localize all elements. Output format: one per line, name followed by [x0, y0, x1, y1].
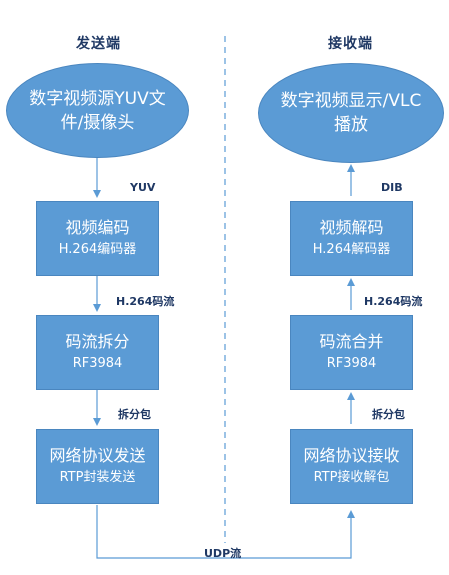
label-yuv: YUV: [130, 181, 156, 194]
net-receive-node: 网络协议接收 RTP接收解包: [290, 429, 413, 504]
split-title: 码流拆分: [65, 331, 130, 351]
net-send-node: 网络协议发送 RTP封装发送: [36, 429, 159, 504]
label-h264-send: H.264码流: [116, 295, 175, 308]
receive-side-heading: 接收端: [328, 36, 373, 52]
decoder-subtitle: H.264解码器: [312, 241, 391, 257]
net-send-title: 网络协议发送: [49, 445, 146, 465]
split-subtitle: RF3984: [72, 355, 123, 371]
encoder-title: 视频编码: [65, 217, 130, 237]
arrow-udp-link: [96, 505, 355, 559]
net-receive-title: 网络协议接收: [303, 445, 400, 465]
label-pack-recv: 拆分包: [372, 408, 405, 421]
merge-title: 码流合并: [319, 331, 384, 351]
send-side-heading: 发送端: [76, 36, 121, 52]
label-pack-send: 拆分包: [118, 408, 151, 421]
decoder-node: 视频解码 H.264解码器: [290, 201, 413, 276]
net-receive-subtitle: RTP接收解包: [313, 469, 390, 485]
video-source-node: 数字视频源YUV文件/摄像头: [6, 63, 189, 158]
decoder-title: 视频解码: [319, 217, 384, 237]
encoder-subtitle: H.264编码器: [58, 241, 137, 257]
merge-subtitle: RF3984: [326, 355, 377, 371]
label-dib: DIB: [381, 181, 403, 194]
encoder-node: 视频编码 H.264编码器: [36, 201, 159, 276]
net-send-subtitle: RTP封装发送: [59, 469, 136, 485]
merge-node: 码流合并 RF3984: [290, 315, 413, 390]
label-udp: UDP流: [204, 547, 242, 560]
split-node: 码流拆分 RF3984: [36, 315, 159, 390]
label-h264-recv: H.264码流: [364, 295, 423, 308]
video-display-node: 数字视频显示/VLC播放: [258, 63, 444, 163]
